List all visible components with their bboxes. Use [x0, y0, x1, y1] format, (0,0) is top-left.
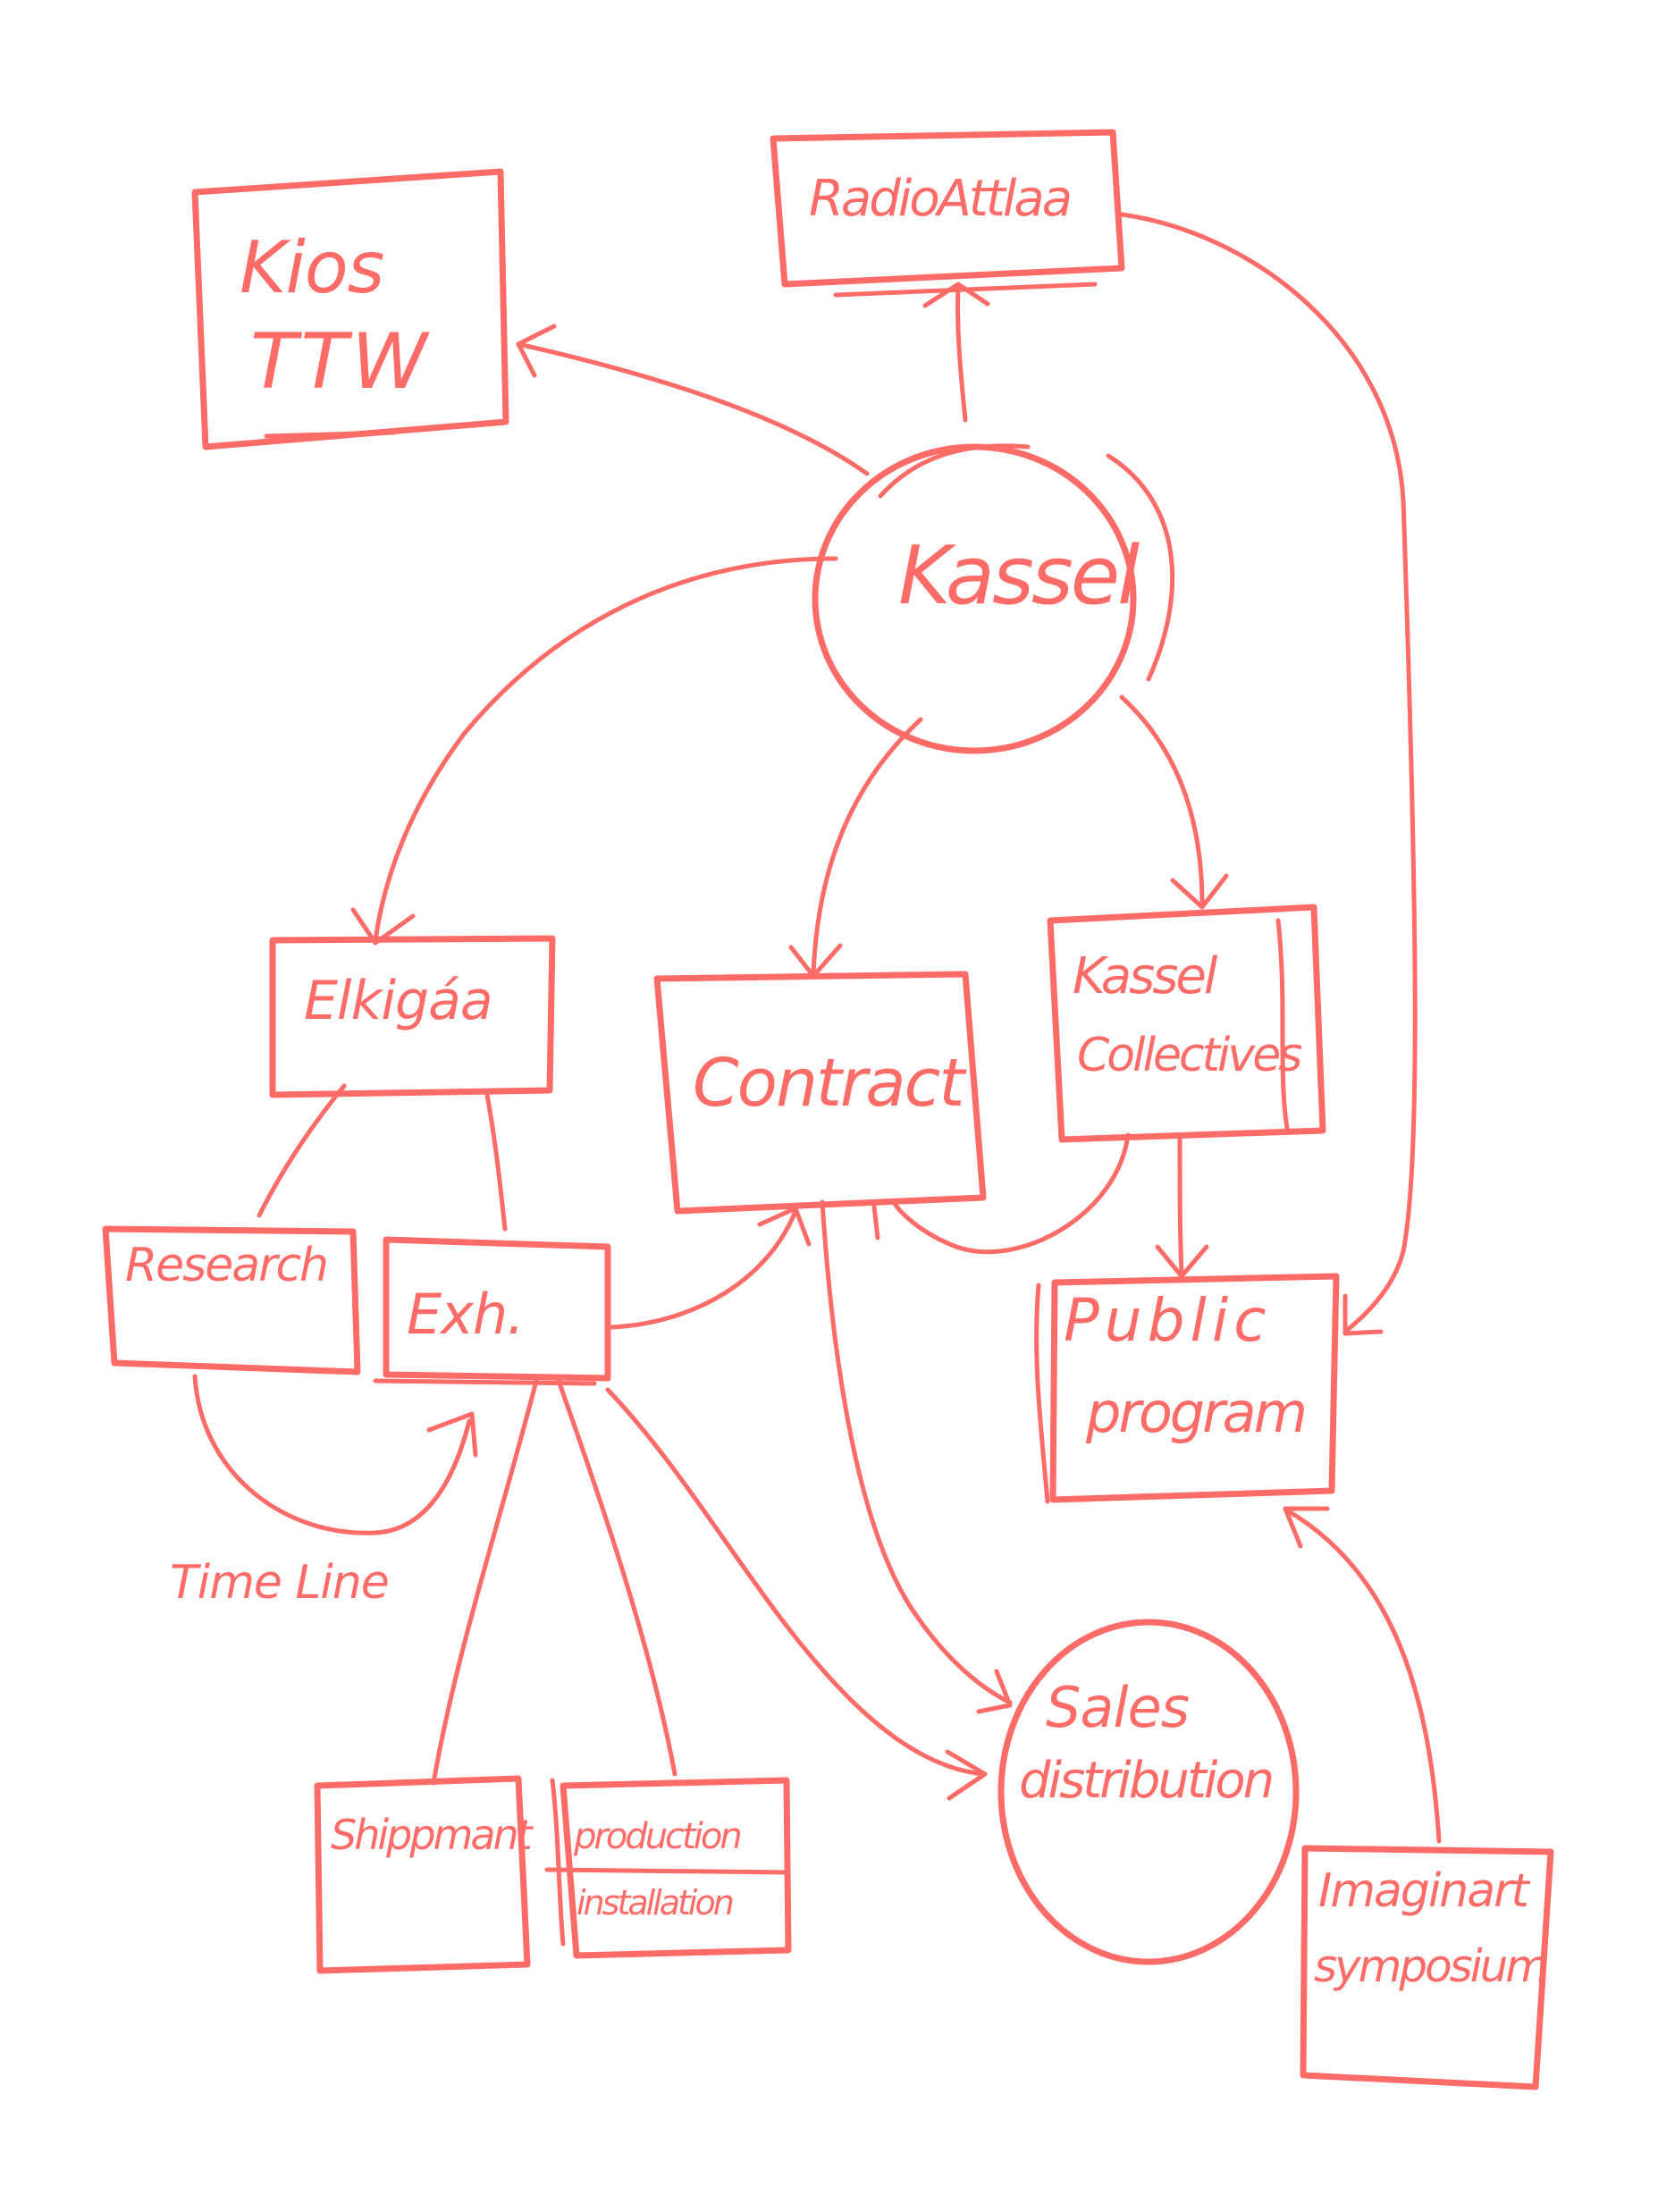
- edge-kassel-collectives: [1119, 694, 1229, 910]
- node-kios-box: [191, 168, 509, 450]
- node-contract-label[interactable]: Contract: [693, 1045, 964, 1122]
- node-elkigaa-box: [269, 935, 556, 1098]
- node-imaginart-box: [1300, 1845, 1554, 2090]
- edge-kassel-kios: [516, 324, 870, 476]
- node-kassel-collectives-box: [1047, 904, 1326, 1143]
- edge-kassel-elkigaa: [350, 556, 838, 946]
- edge-imaginart-public: [1283, 1506, 1442, 1844]
- node-shippment-box: [314, 1775, 531, 1974]
- node-kassel-circle: [812, 443, 1175, 754]
- node-sales-circle: [997, 1619, 1300, 1965]
- node-kios-label[interactable]: Kios: [240, 226, 384, 309]
- edge-elkigaa-research: [257, 1083, 347, 1218]
- node-sales-label[interactable]: Sales: [1046, 1675, 1190, 1740]
- edge-exh-shippment: [431, 1378, 539, 1786]
- node-public-program-sublabel[interactable]: program: [1086, 1380, 1308, 1445]
- node-research-box: [102, 1225, 361, 1375]
- edge-collectives-contract: [871, 1132, 1131, 1255]
- node-radio-label[interactable]: RadioAttlaa: [809, 170, 1073, 228]
- node-public-program-label[interactable]: Public: [1064, 1286, 1272, 1355]
- node-public-program-box: [1034, 1273, 1340, 1504]
- node-sales-sublabel[interactable]: distribution: [1019, 1752, 1275, 1810]
- edge-kassel-radio: [922, 282, 990, 423]
- timeline-label: Time Line: [170, 1556, 390, 1610]
- edge-kassel-contract: [788, 717, 923, 979]
- node-kassel-collectives-label[interactable]: Kassel: [1073, 947, 1217, 1005]
- edge-contract-sales: [820, 1199, 1013, 1714]
- node-imaginart-label[interactable]: Imaginart: [1318, 1864, 1529, 1918]
- node-elkigaa-label[interactable]: Elkigáa: [304, 970, 493, 1032]
- node-installation-label[interactable]: installation: [577, 1883, 735, 1922]
- node-production-box: [544, 1777, 792, 1959]
- node-imaginart-sublabel[interactable]: symposium: [1314, 1940, 1549, 1992]
- edge-research-exh-timeline: [192, 1374, 478, 1535]
- edge-radio-public: [1119, 212, 1418, 1336]
- node-kios-sublabel[interactable]: TTW: [250, 317, 432, 407]
- edge-collectives-public: [1155, 1137, 1209, 1279]
- edge-exh-sales: [605, 1387, 988, 1801]
- node-kassel-label[interactable]: Kassel: [898, 529, 1140, 623]
- edge-elkigaa-exh: [484, 1092, 508, 1232]
- node-contract-box: [653, 971, 987, 1215]
- edge-exh-contract: [610, 1206, 812, 1330]
- node-kassel-collectives-sublabel[interactable]: Collectives: [1077, 1029, 1302, 1082]
- edge-exh-production: [556, 1378, 678, 1777]
- node-shippment-label[interactable]: Shippmant: [331, 1811, 533, 1859]
- node-exh-label[interactable]: Exh.: [407, 1282, 525, 1347]
- node-production-label[interactable]: production: [574, 1816, 743, 1857]
- node-research-label[interactable]: Research: [125, 1239, 329, 1292]
